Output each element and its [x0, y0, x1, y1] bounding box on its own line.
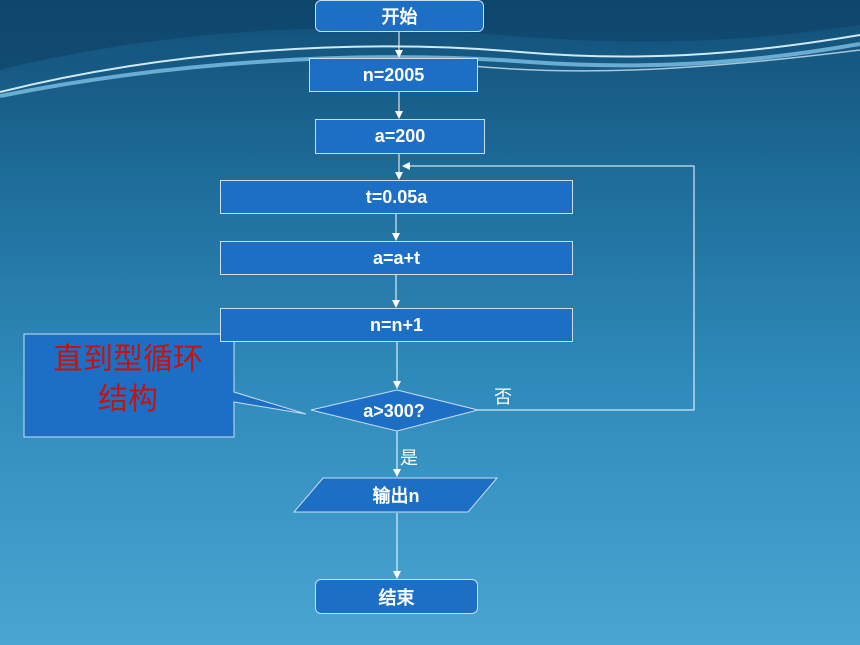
- calc-t-box: t=0.05a: [220, 180, 573, 214]
- loop-back-line: [402, 162, 695, 411]
- output-parallelogram: [292, 477, 499, 513]
- init-a-box: a=200: [315, 119, 485, 154]
- init-n-box: n=2005: [309, 58, 478, 92]
- callout-text: 直到型循环 结构: [28, 340, 228, 420]
- output-label: 输出n: [373, 485, 420, 506]
- update-a-box: a=a+t: [220, 241, 573, 275]
- no-label: 否: [494, 387, 512, 408]
- update-n-box: n=n+1: [220, 308, 573, 342]
- end-node: 结束: [315, 579, 478, 614]
- callout-box: [23, 333, 307, 438]
- start-node: 开始: [315, 0, 484, 32]
- decision-diamond: [310, 389, 479, 432]
- yes-label: 是: [400, 448, 418, 469]
- decorative-waves: [0, 0, 860, 98]
- callout-line-1: 直到型循环: [53, 342, 203, 377]
- decision-label: a>300?: [363, 401, 425, 421]
- callout-line-2: 结构: [98, 382, 158, 417]
